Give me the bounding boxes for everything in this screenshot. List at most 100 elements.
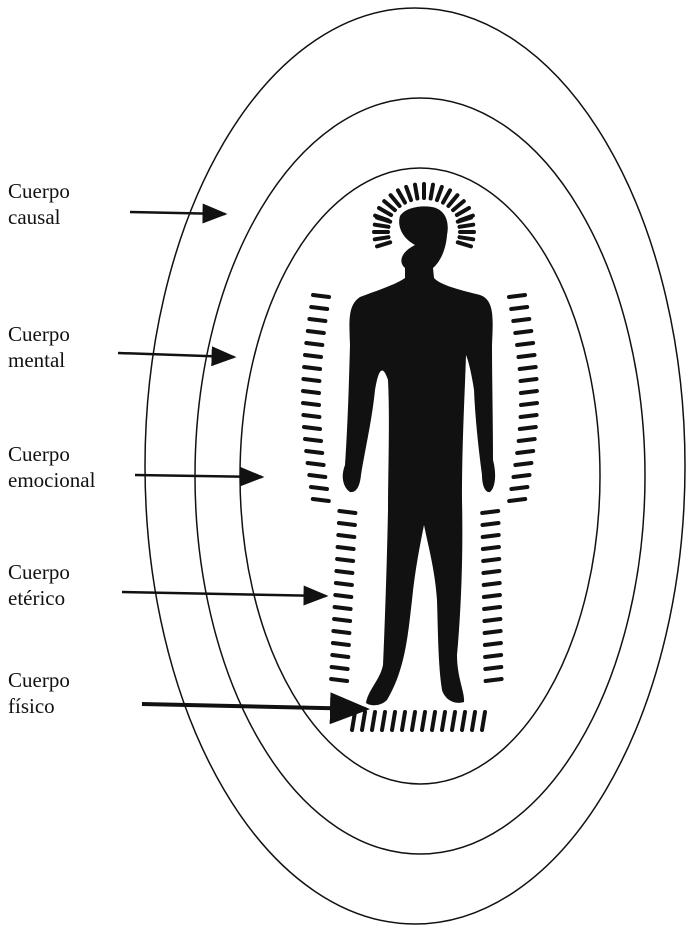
- etheric-hatch-stroke: [519, 355, 535, 357]
- etheric-hatch-stroke: [308, 331, 324, 333]
- etheric-hatch-stroke: [304, 427, 320, 429]
- etheric-hatch-stroke: [331, 679, 347, 681]
- etheric-hatch-stroke: [521, 415, 537, 417]
- etheric-hatch-stroke: [372, 712, 375, 730]
- etheric-hatch-stroke: [332, 667, 348, 669]
- etheric-hatch-stroke: [483, 571, 499, 573]
- arrow-fisico: [142, 704, 366, 709]
- etheric-hatch-stroke: [452, 712, 455, 730]
- etheric-hatch-stroke: [336, 571, 352, 573]
- etheric-hatch-stroke: [379, 208, 391, 215]
- etheric-hatch-stroke: [458, 242, 471, 246]
- etheric-hatch-stroke: [406, 187, 411, 200]
- etheric-hatch-stroke: [515, 463, 531, 465]
- etheric-hatch-stroke: [309, 319, 325, 321]
- etheric-hatch-stroke: [337, 559, 353, 561]
- etheric-hatch-stroke: [483, 535, 499, 537]
- etheric-hatch-stroke: [391, 195, 400, 206]
- etheric-hatch-stroke: [309, 475, 325, 477]
- etheric-hatch-stroke: [384, 201, 395, 210]
- etheric-hatch-stroke: [521, 379, 537, 381]
- etheric-hatch-stroke: [313, 295, 329, 297]
- etheric-hatch-stroke: [517, 343, 533, 345]
- etheric-hatch-stroke: [437, 187, 442, 200]
- etheric-hatch-stroke: [336, 583, 352, 585]
- etheric-hatch-stroke: [483, 547, 499, 549]
- etheric-hatch-stroke: [334, 619, 350, 621]
- etheric-hatch-stroke: [432, 712, 435, 730]
- etheric-hatch-stroke: [514, 475, 530, 477]
- etheric-hatch-stroke: [519, 439, 535, 441]
- etheric-hatch-stroke: [398, 190, 405, 202]
- human-silhouette: [343, 206, 495, 705]
- etheric-hatch-stroke: [485, 667, 501, 669]
- etheric-hatch-stroke: [521, 391, 537, 393]
- etheric-hatch-stroke: [362, 712, 365, 730]
- etheric-hatch-stroke: [443, 190, 450, 202]
- etheric-hatch-stroke: [303, 379, 319, 381]
- etheric-hatch-stroke: [333, 631, 349, 633]
- etheric-hatch-stroke: [442, 712, 445, 730]
- etheric-hatch-stroke: [484, 583, 500, 585]
- etheric-hatch-stroke: [458, 218, 471, 222]
- etheric-hatch-stroke: [304, 367, 320, 369]
- etheric-hatch-stroke: [509, 295, 525, 297]
- etheric-hatch-stroke: [520, 367, 536, 369]
- etheric-hatch-stroke: [308, 463, 324, 465]
- etheric-hatch-stroke: [303, 415, 319, 417]
- etheric-hatch-stroke: [338, 535, 354, 537]
- etheric-hatch-stroke: [377, 242, 390, 246]
- etheric-hatch-stroke: [517, 451, 533, 453]
- etheric-hatch-stroke: [509, 499, 525, 501]
- etheric-hatch-stroke: [412, 712, 415, 730]
- etheric-hatch-stroke: [482, 712, 485, 730]
- etheric-hatch-stroke: [513, 319, 529, 321]
- etheric-hatch-stroke: [335, 607, 351, 609]
- etheric-hatch-stroke: [515, 331, 531, 333]
- etheric-hatch-stroke: [482, 511, 498, 513]
- etheric-hatch-stroke: [486, 679, 502, 681]
- etheric-hatch-stroke: [462, 712, 465, 730]
- etheric-hatch-stroke: [333, 643, 349, 645]
- etheric-hatch-stroke: [484, 595, 500, 597]
- etheric-hatch-stroke: [303, 391, 319, 393]
- etheric-hatch-stroke: [306, 451, 322, 453]
- etheric-hatch-stroke: [521, 403, 537, 405]
- etheric-hatch-stroke: [485, 655, 501, 657]
- etheric-hatch-stroke: [415, 185, 417, 199]
- arrows: [118, 212, 366, 709]
- etheric-hatch-stroke: [382, 712, 385, 730]
- etheric-hatch-stroke: [311, 307, 327, 309]
- etheric-hatch-stroke: [483, 523, 499, 525]
- etheric-hatch-stroke: [511, 487, 527, 489]
- arrow-eterico: [122, 592, 326, 596]
- etheric-hatch-stroke: [460, 225, 474, 227]
- etheric-hatch-stroke: [375, 237, 389, 239]
- etheric-hatch-stroke: [303, 403, 319, 405]
- etheric-hatch-stroke: [457, 208, 469, 215]
- etheric-hatch-stroke: [460, 237, 474, 239]
- etheric-hatch-stroke: [339, 523, 355, 525]
- etheric-hatch-stroke: [375, 225, 389, 227]
- etheric-hatch-stroke: [485, 631, 501, 633]
- etheric-hatch-stroke: [484, 607, 500, 609]
- etheric-hatch-stroke: [332, 655, 348, 657]
- etheric-hatch-stroke: [313, 499, 329, 501]
- etheric-hatch-stroke: [305, 439, 321, 441]
- etheric-hatch-stroke: [422, 712, 425, 730]
- arrow-causal: [130, 212, 225, 214]
- etheric-hatch-stroke: [484, 619, 500, 621]
- etheric-hatch-stroke: [377, 218, 390, 222]
- etheric-hatch-stroke: [339, 511, 355, 513]
- etheric-hatch-stroke: [511, 307, 527, 309]
- etheric-hatch-stroke: [520, 427, 536, 429]
- etheric-hatch-stroke: [311, 487, 327, 489]
- etheric-hatch-stroke: [483, 559, 499, 561]
- etheric-hatch-stroke: [472, 712, 475, 730]
- etheric-hatch-stroke: [402, 712, 405, 730]
